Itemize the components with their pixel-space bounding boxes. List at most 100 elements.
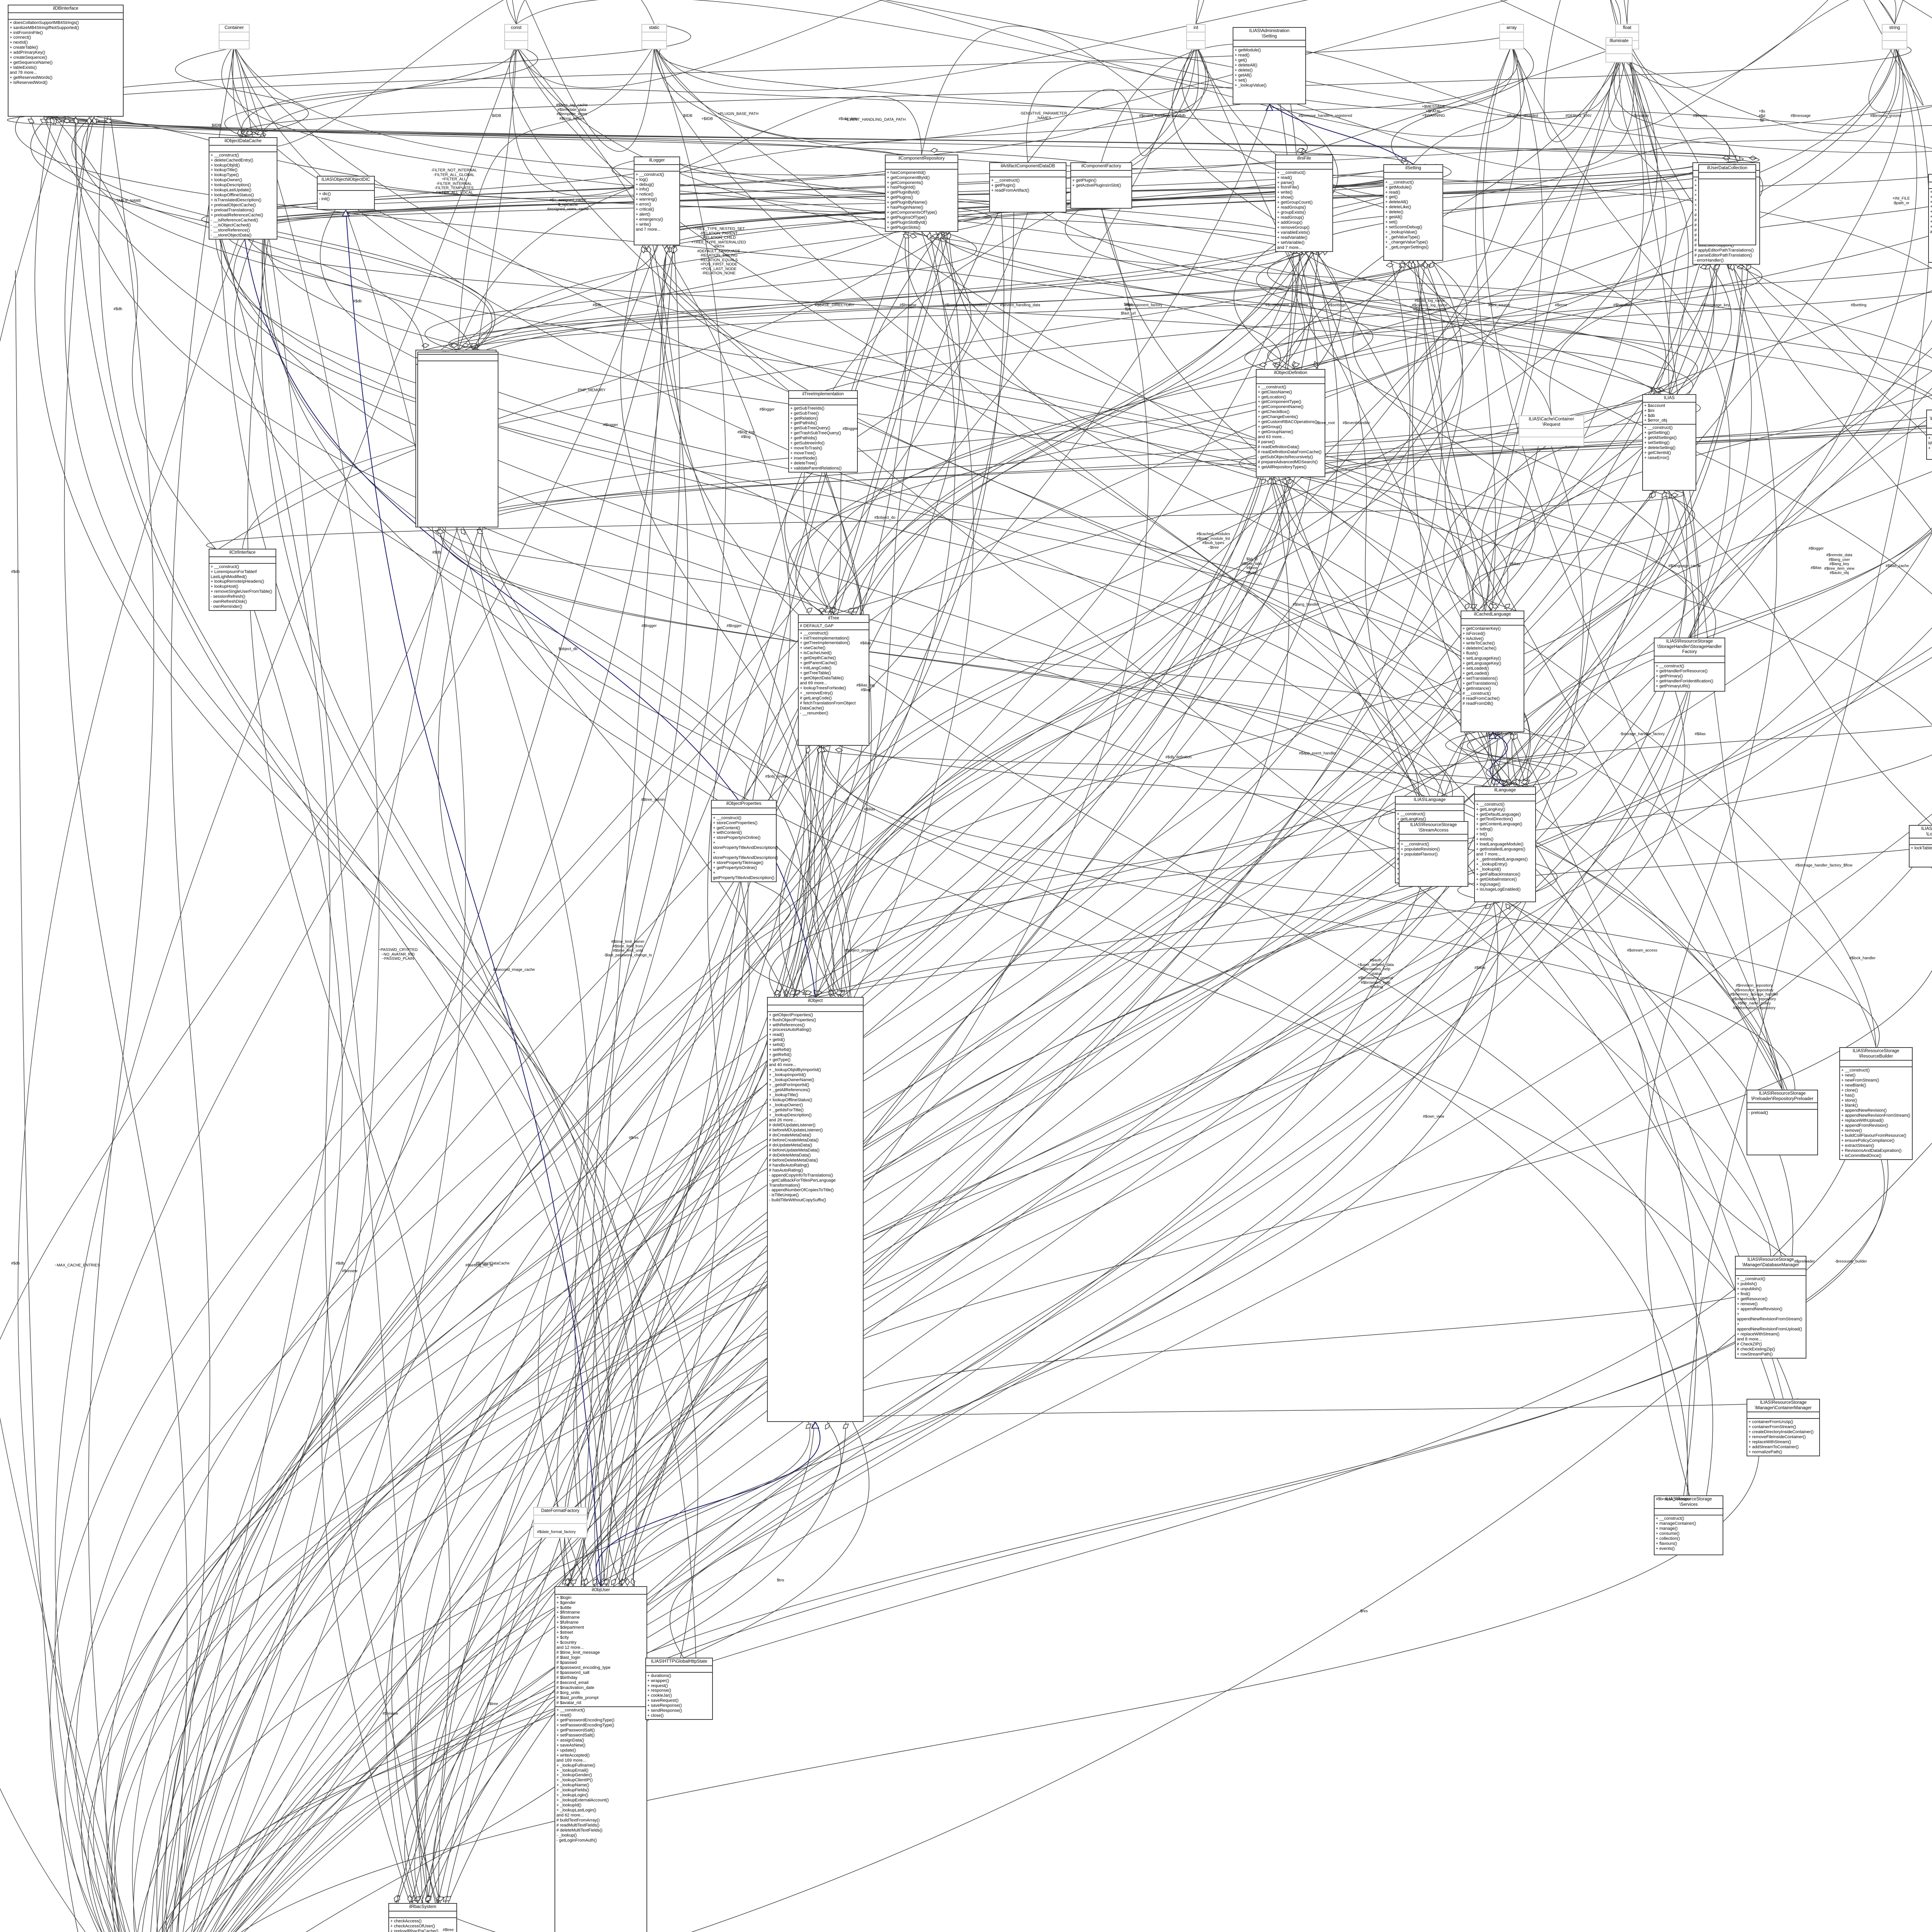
class-node[interactable]: ilLanguage+ __construct() + getLangKey()… — [1474, 786, 1536, 902]
class-node-operations: + __construct() + log() + debug() + info… — [636, 172, 664, 232]
edge-label: $ilDB — [683, 114, 692, 118]
class-node[interactable]: ILIAS\DataFactory+ uri() + clock() + uri… — [1928, 174, 1932, 263]
edge-label: #$ilias_cache — [1885, 564, 1909, 568]
class-node[interactable]: ilIniFile+ __construct() + read() + pars… — [1275, 155, 1333, 252]
association-edge — [1303, 394, 1673, 478]
class-node[interactable]: ilComponentFactory+ getPlugin() + getAct… — [1070, 162, 1132, 209]
class-node[interactable]: ilRbacSystem+ checkAccess() + checkAcces… — [388, 1903, 457, 1932]
association-edge — [821, 745, 1511, 787]
class-node[interactable]: Container — [219, 24, 250, 49]
class-node[interactable]: ilTreeImplementation+ getSubTreeIds() + … — [788, 390, 858, 473]
edge-label: #$logger — [1808, 546, 1824, 551]
class-node[interactable]: ILIAS\ResourceStorage \Services+ __const… — [1654, 1495, 1723, 1555]
class-node[interactable]: ilObjectProperties+ __construct() + stor… — [711, 800, 778, 883]
class-node[interactable]: ilComponentRepository+ hasComponentId() … — [885, 155, 958, 232]
class-node[interactable]: ILIAS\Cache\Container \Request — [1519, 415, 1584, 446]
association-edge — [659, 45, 1308, 155]
class-node[interactable]: ILIAS\Administration \Setting+ getModule… — [1233, 27, 1306, 104]
edge-label: #$errors — [1693, 114, 1708, 118]
class-node-attributes: # DEFAULT_GAP — [799, 623, 869, 630]
association-edge — [242, 45, 1912, 138]
edge-label: #$log_log #$log — [737, 430, 754, 439]
class-node[interactable]: ILIAS\ResourceStorage \Manager\DatabaseM… — [1735, 1256, 1806, 1359]
class-node[interactable]: ilTree# DEFAULT_GAP+ __construct() + ini… — [798, 614, 869, 746]
edge-label: #$app_event_handler — [1299, 751, 1337, 756]
class-node[interactable] — [417, 352, 498, 527]
class-node[interactable]: ilLogger+ __construct() + log() + debug(… — [634, 156, 680, 245]
aggregation-diamond — [937, 232, 942, 240]
association-edge — [1352, 260, 1536, 611]
class-node[interactable]: ilCtrlInterface + __construct() + LoremIp… — [209, 549, 276, 611]
class-node[interactable]: ILIAS\ResourceStorage \Preloader\Reposit… — [1747, 1090, 1818, 1155]
association-edge — [320, 209, 1531, 787]
class-node[interactable]: array — [1499, 24, 1524, 49]
class-node[interactable]: static — [641, 24, 667, 49]
association-edge — [58, 116, 266, 138]
class-node[interactable]: const — [504, 24, 528, 49]
class-node[interactable]: ilObjUser+ $login + $gender + $utitle + … — [554, 1586, 647, 1932]
class-node[interactable]: ILIAS\ResourceStorage \StorageHandler\St… — [1654, 638, 1725, 692]
class-node[interactable]: ILIAS\ResourceStorage \Lock\LockHandler+… — [1909, 825, 1932, 867]
association-edge — [477, 415, 1564, 528]
class-node-operations — [1699, 179, 1755, 184]
class-node-attributes — [642, 32, 666, 41]
edge-label: #$cache_disabled — [1507, 114, 1538, 118]
association-edge — [1511, 45, 1731, 638]
edge-label: #$review — [342, 1269, 358, 1274]
class-node[interactable]: ILIAS\ResourceStorage \ResourceBuilder+ … — [1839, 1047, 1913, 1160]
association-edge — [840, 477, 1286, 997]
association-edge — [1526, 527, 1932, 787]
class-node[interactable]: string — [1882, 24, 1907, 49]
aggregation-diamond — [664, 245, 669, 254]
class-node[interactable]: ILIAS\ResourceStorage \StreamAccess+ __c… — [1399, 821, 1468, 887]
aggregation-diamond — [471, 343, 479, 348]
aggregation-diamond — [944, 234, 951, 238]
class-node[interactable]: Illuminate — [1605, 37, 1633, 63]
association-edge — [465, 231, 896, 350]
aggregation-diamond — [1714, 264, 1720, 270]
edge-label: #$ilias_log_name #$current_log_name #$la… — [1412, 298, 1447, 312]
association-edge — [1619, 0, 1903, 88]
class-node[interactable]: ilObject+ getObjectProperties() + flushO… — [767, 997, 864, 1422]
class-node[interactable]: ilArtifactComponentDataDB+ __construct()… — [989, 162, 1066, 213]
class-node[interactable]: ilCachedLanguage+ getContainerKey() + is… — [1461, 611, 1524, 732]
class-node-attributes — [1606, 46, 1632, 54]
association-edge — [455, 424, 1932, 528]
aggregation-diamond — [847, 608, 855, 612]
class-node-title: ilCtrlInterface — [209, 549, 276, 557]
aggregation-diamond — [825, 1423, 830, 1430]
aggregation-diamond — [1713, 264, 1719, 270]
edge-label: -PHP_MEMORY — [577, 388, 606, 393]
class-node[interactable]: ILIAS\ResourceStorage \Identification\Co… — [1926, 410, 1932, 460]
class-node-title: int — [1187, 25, 1205, 32]
class-node[interactable]: ILIAS\HTTP\GlobalHttpState+ durations() … — [645, 1658, 713, 1720]
edge-label: #$db — [11, 570, 20, 574]
class-node[interactable]: ILIAS+ $account + $ini + $db + $error_ob… — [1642, 394, 1696, 491]
class-node[interactable]: ilObjectDefinition+ __construct() + getC… — [1256, 369, 1325, 477]
class-node[interactable]: ilUserDataCollection — [1698, 164, 1756, 245]
class-node[interactable]: ilSetting+ __construct() + getModule() +… — [1383, 164, 1443, 261]
association-edge — [215, 45, 1917, 1932]
association-edge — [566, 902, 1488, 1587]
edge-label: #$tree — [487, 1702, 498, 1706]
class-node-operations: + __construct() + LoremIpsumForTableIf L… — [211, 564, 272, 609]
aggregation-diamond — [1260, 478, 1266, 485]
class-node[interactable]: DateFormatFactory — [533, 1507, 587, 1538]
association-edge — [240, 226, 473, 350]
edge-label: #$cached_modules #$map_module_list #$sub… — [1196, 532, 1230, 550]
class-node[interactable]: ILIAS\Object\ilObjectDIC+ dic() - init() — [317, 176, 375, 210]
association-edge — [506, 0, 1932, 153]
edge-label: #$BASE_DIRECTORY — [815, 303, 854, 308]
class-node[interactable]: ilDBInterface+ doesCollationSupportMB4St… — [8, 5, 124, 117]
class-node-title: ilIniFile — [1276, 155, 1332, 163]
class-node[interactable]: int — [1186, 24, 1206, 49]
aggregation-diamond — [425, 1895, 430, 1903]
edge-label: -$storage_handler_factory — [1619, 732, 1665, 736]
association-edge — [556, 869, 750, 1587]
class-node[interactable]: ilObjectDataCache+ __construct() + delet… — [209, 137, 277, 240]
class-node[interactable]: ILIAS\ResourceStorage \Manager\Container… — [1747, 1399, 1820, 1456]
class-node-operations: + lockTables() — [1911, 846, 1932, 851]
aggregation-diamond — [1421, 262, 1429, 268]
association-edge — [81, 320, 1932, 1932]
aggregation-diamond — [1267, 478, 1272, 485]
